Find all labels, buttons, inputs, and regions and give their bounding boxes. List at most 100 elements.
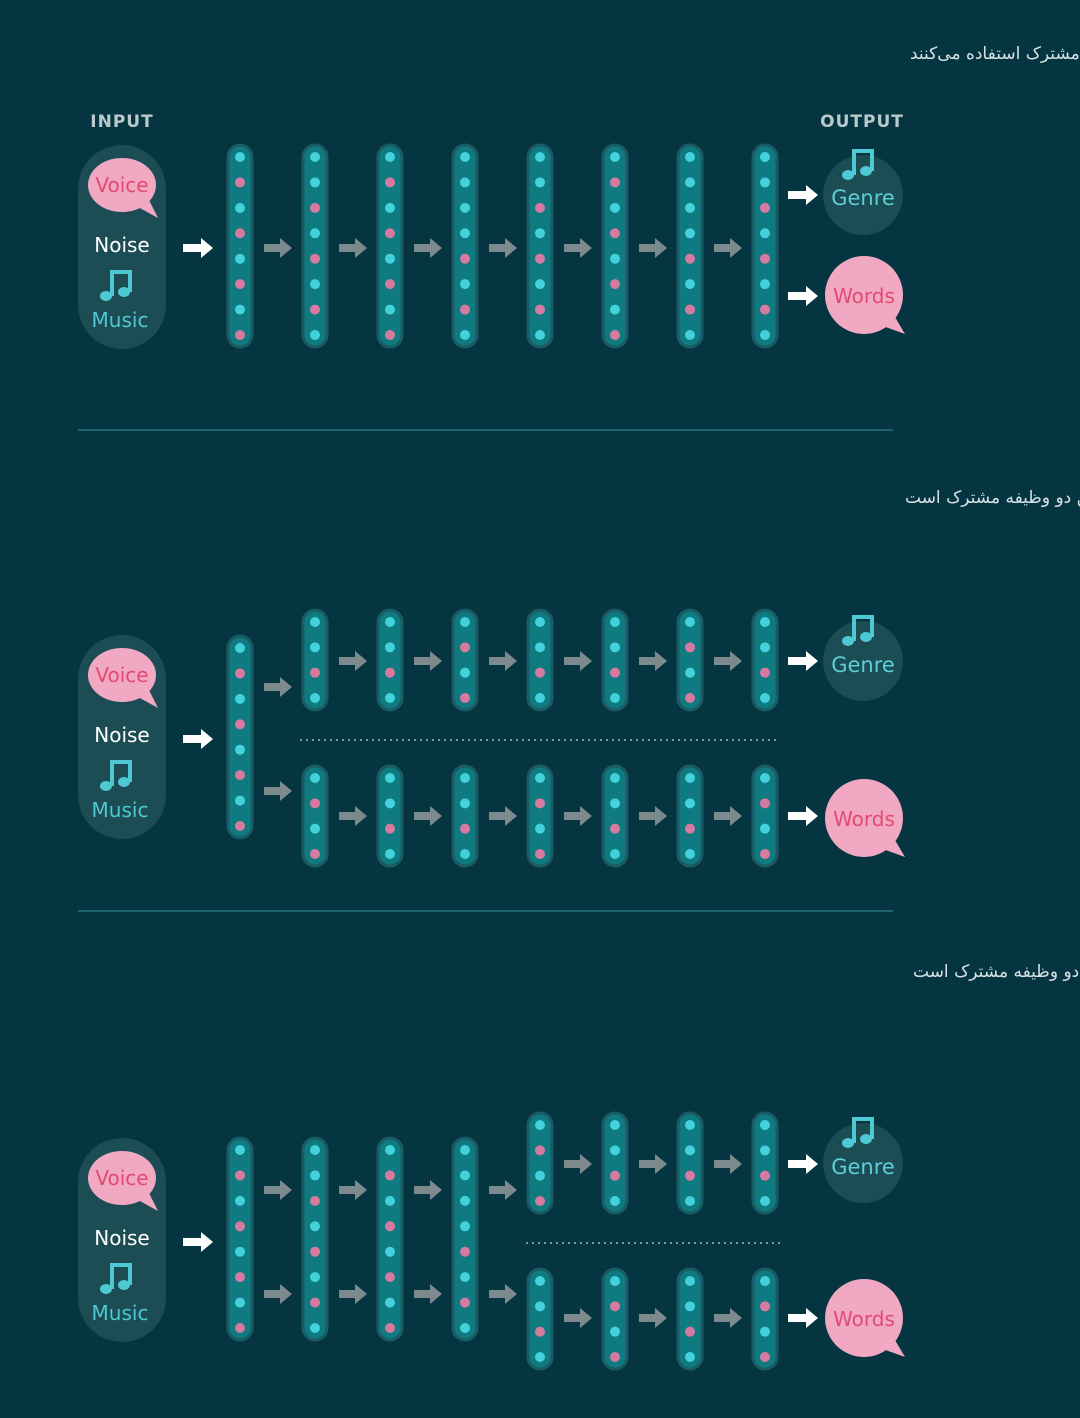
neuron-node <box>535 667 545 678</box>
neuron-node <box>460 1272 470 1283</box>
neuron-node <box>385 773 395 783</box>
neuron-node <box>535 617 545 627</box>
noise-label: Noise <box>94 723 149 747</box>
neuron-node <box>610 617 620 627</box>
neuron-node <box>235 330 245 340</box>
voice-bubble-icon <box>88 648 158 708</box>
layer-column <box>751 764 779 868</box>
speech-bubble-icon <box>825 1279 903 1357</box>
neuron-node <box>310 798 320 809</box>
arrow-right-icon <box>339 1180 367 1200</box>
neuron-node <box>385 1195 395 1206</box>
neuron-node <box>235 821 245 831</box>
neuron-node <box>535 1120 545 1130</box>
arrow-right-icon <box>264 1180 292 1200</box>
layer-column <box>526 1111 554 1215</box>
neuron-node <box>685 773 695 783</box>
neuron-node <box>460 823 470 834</box>
neuron-node <box>610 304 620 315</box>
layer-column <box>601 608 629 712</box>
genre-label: Genre <box>831 186 895 210</box>
neuron-node <box>235 1323 245 1333</box>
neuron-node <box>385 228 395 239</box>
neuron-node <box>460 773 470 783</box>
voice-bubble-icon <box>88 1151 158 1211</box>
layer-column <box>676 608 704 712</box>
neuron-node <box>385 617 395 627</box>
neuron-node <box>535 1145 545 1156</box>
neuron-node <box>685 152 695 162</box>
neuron-node <box>685 228 695 239</box>
layer-column <box>526 608 554 712</box>
neuron-node <box>460 1170 470 1181</box>
arrow-right-icon <box>183 1232 213 1252</box>
neuron-node <box>535 152 545 162</box>
neuron-node <box>610 693 620 703</box>
neuron-node <box>310 1145 320 1155</box>
neuron-node <box>685 849 695 859</box>
layer-column <box>526 143 554 349</box>
music-label: Music <box>92 798 149 822</box>
arrow-right-icon <box>564 651 592 671</box>
panel-3-caption: فقط لایه‌های اولیه بین دو وظیفه مشترک اس… <box>913 962 1080 982</box>
neuron-node <box>385 1145 395 1155</box>
neuron-node <box>385 642 395 653</box>
neuron-node <box>760 279 770 290</box>
neuron-node <box>235 177 245 188</box>
neuron-node <box>610 1170 620 1181</box>
neuron-node <box>460 202 470 213</box>
neuron-node <box>610 773 620 783</box>
neuron-node <box>685 1352 695 1362</box>
neuron-node <box>535 773 545 783</box>
neuron-node <box>535 202 545 213</box>
neuron-node <box>235 304 245 315</box>
speech-bubble-icon <box>825 779 903 857</box>
arrow-right-icon <box>414 651 442 671</box>
panel-2-genre-output: Genre <box>823 615 903 701</box>
neuron-node <box>610 1301 620 1312</box>
neuron-node <box>385 1246 395 1257</box>
neuron-node <box>535 849 545 859</box>
arrow-right-icon <box>564 806 592 826</box>
layer-column <box>751 143 779 349</box>
arrow-right-icon <box>639 806 667 826</box>
neuron-node <box>685 1145 695 1156</box>
neuron-node <box>685 304 695 315</box>
neuron-node <box>385 330 395 340</box>
neuron-node <box>610 1352 620 1362</box>
neuron-node <box>610 152 620 162</box>
voice-label: Voice <box>95 663 148 687</box>
neuron-node <box>610 228 620 239</box>
neuron-node <box>310 152 320 162</box>
neuron-node <box>385 279 395 290</box>
neuron-node <box>235 1221 245 1232</box>
arrow-right-icon <box>489 1284 517 1304</box>
neuron-node <box>460 330 470 340</box>
neuron-node <box>535 693 545 703</box>
neuron-node <box>385 1297 395 1308</box>
neuron-node <box>385 1170 395 1181</box>
arrow-right-icon <box>564 1154 592 1174</box>
neuron-node <box>385 693 395 703</box>
panel-1-caption: دو وظیفه از کل شبکه به‌طور مشترک استفاده… <box>910 44 1080 64</box>
panel-2-caption: فقط لایه ورودی بین دو وظیفه مشترک است <box>905 488 1080 508</box>
layer-column <box>376 764 404 868</box>
neuron-node <box>610 1196 620 1206</box>
neuron-node <box>235 228 245 239</box>
neuron-node <box>760 642 770 653</box>
neuron-node <box>535 798 545 809</box>
layer-column <box>676 1267 704 1371</box>
neuron-node <box>460 253 470 264</box>
neuron-node <box>235 643 245 653</box>
neuron-node <box>760 1276 770 1286</box>
neuron-node <box>685 177 695 188</box>
neuron-node <box>535 330 545 340</box>
neuron-node <box>310 202 320 213</box>
neuron-node <box>310 1170 320 1181</box>
layer-column <box>676 1111 704 1215</box>
noise-label: Noise <box>94 233 149 257</box>
neuron-node <box>760 798 770 809</box>
neuron-node <box>310 693 320 703</box>
panel-2-input: Voice Noise Music <box>78 635 166 839</box>
neuron-node <box>310 1297 320 1308</box>
